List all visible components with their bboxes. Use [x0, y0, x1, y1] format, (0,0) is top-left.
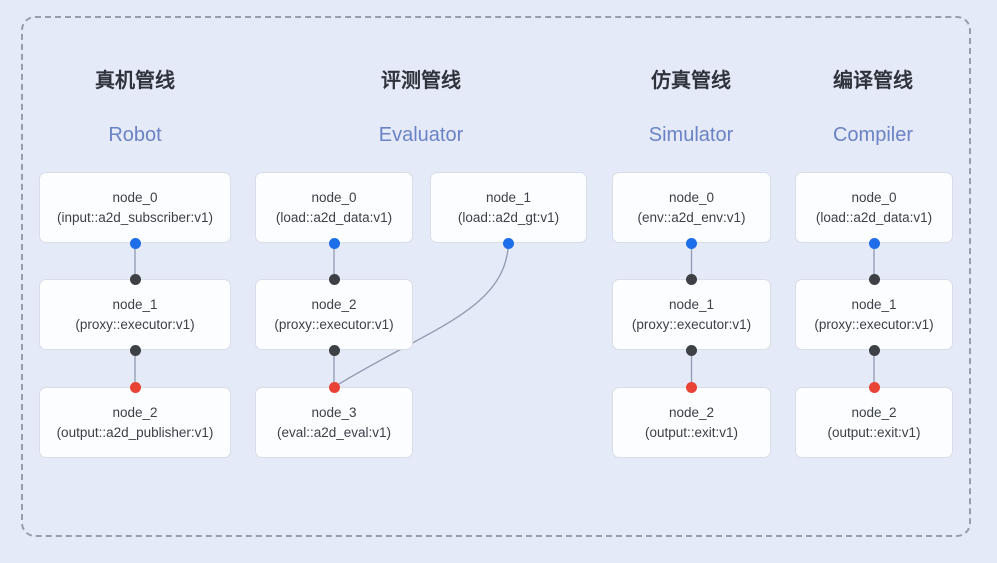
node-plugin-label: (proxy::executor:v1) [274, 316, 394, 332]
node-name-label: node_0 [311, 189, 357, 205]
node-name-label: node_2 [311, 296, 357, 312]
pipeline-title-zh-simulator: 仿真管线 [651, 70, 731, 92]
node-plugin-label: (output::a2d_publisher:v1) [56, 424, 214, 440]
blue-port-dot [686, 237, 697, 249]
pipeline-node-evaluator-node_3: node_3(eval::a2d_eval:v1) [255, 387, 413, 458]
node-name-label: node_3 [311, 404, 357, 420]
pipeline-node-evaluator-node_2: node_2(proxy::executor:v1) [255, 279, 413, 350]
blue-port-dot [129, 237, 141, 249]
pipeline-node-evaluator-node_0: node_0(load::a2d_data:v1) [255, 172, 413, 243]
edge-evaluator-node_1-to-node_3 [333, 242, 510, 388]
black-port-dot [328, 344, 340, 356]
node-name-label: node_1 [485, 189, 532, 205]
node-plugin-label: (load::a2d_gt:v1) [457, 209, 560, 225]
pipeline-node-compiler-node_1: node_1(proxy::executor:v1) [795, 279, 953, 350]
node-plugin-label: (proxy::executor:v1) [75, 316, 195, 332]
node-plugin-label: (output::exit:v1) [827, 424, 921, 440]
node-plugin-label: (input::a2d_subscriber:v1) [56, 209, 214, 225]
node-name-label: node_1 [668, 296, 715, 312]
pipeline-title-en-evaluator: Evaluator [378, 124, 464, 146]
pipeline-title-en-robot: Robot [108, 124, 162, 146]
black-port-dot [868, 344, 880, 356]
pipeline-node-simulator-node_2: node_2(output::exit:v1) [612, 387, 771, 458]
red-port-dot [328, 381, 340, 393]
pipeline-title-en-compiler: Compiler [832, 124, 914, 146]
black-port-dot [686, 273, 697, 285]
node-plugin-label: (env::a2d_env:v1) [637, 209, 746, 225]
blue-port-dot [868, 237, 880, 249]
black-port-dot [129, 273, 141, 285]
pipeline-node-robot-node_0: node_0(input::a2d_subscriber:v1) [39, 172, 231, 243]
node-plugin-label: (eval::a2d_eval:v1) [276, 424, 392, 440]
black-port-dot [328, 273, 340, 285]
black-port-dot [686, 344, 697, 356]
blue-port-dot [328, 237, 340, 249]
pipeline-title-zh-evaluator: 评测管线 [381, 70, 461, 92]
node-name-label: node_0 [851, 189, 897, 205]
node-name-label: node_2 [851, 404, 897, 420]
node-plugin-label: (proxy::executor:v1) [631, 316, 752, 332]
red-port-dot [868, 381, 880, 393]
pipeline-title-zh-robot: 真机管线 [95, 70, 175, 92]
pipeline-title-zh-compiler: 编译管线 [833, 70, 913, 92]
node-plugin-label: (proxy::executor:v1) [814, 316, 934, 332]
node-plugin-label: (output::exit:v1) [644, 424, 739, 440]
pipeline-node-evaluator-node_1: node_1(load::a2d_gt:v1) [430, 172, 587, 243]
pipeline-node-compiler-node_2: node_2(output::exit:v1) [795, 387, 953, 458]
node-name-label: node_1 [112, 296, 158, 312]
pipeline-node-simulator-node_0: node_0(env::a2d_env:v1) [612, 172, 771, 243]
node-plugin-label: (load::a2d_data:v1) [275, 209, 393, 225]
pipeline-title-en-simulator: Simulator [648, 124, 734, 146]
pipeline-node-compiler-node_0: node_0(load::a2d_data:v1) [795, 172, 953, 243]
node-name-label: node_0 [668, 189, 715, 205]
dashed-boundary [21, 16, 971, 537]
blue-port-dot [503, 237, 514, 249]
node-name-label: node_2 [668, 404, 715, 420]
node-name-label: node_2 [112, 404, 158, 420]
node-plugin-label: (load::a2d_data:v1) [815, 209, 933, 225]
red-port-dot [129, 381, 141, 393]
red-port-dot [686, 381, 697, 393]
node-name-label: node_1 [851, 296, 897, 312]
pipeline-node-simulator-node_1: node_1(proxy::executor:v1) [612, 279, 771, 350]
pipeline-node-robot-node_2: node_2(output::a2d_publisher:v1) [39, 387, 231, 458]
black-port-dot [868, 273, 880, 285]
black-port-dot [129, 344, 141, 356]
node-name-label: node_0 [112, 189, 158, 205]
pipeline-node-robot-node_1: node_1(proxy::executor:v1) [39, 279, 231, 350]
